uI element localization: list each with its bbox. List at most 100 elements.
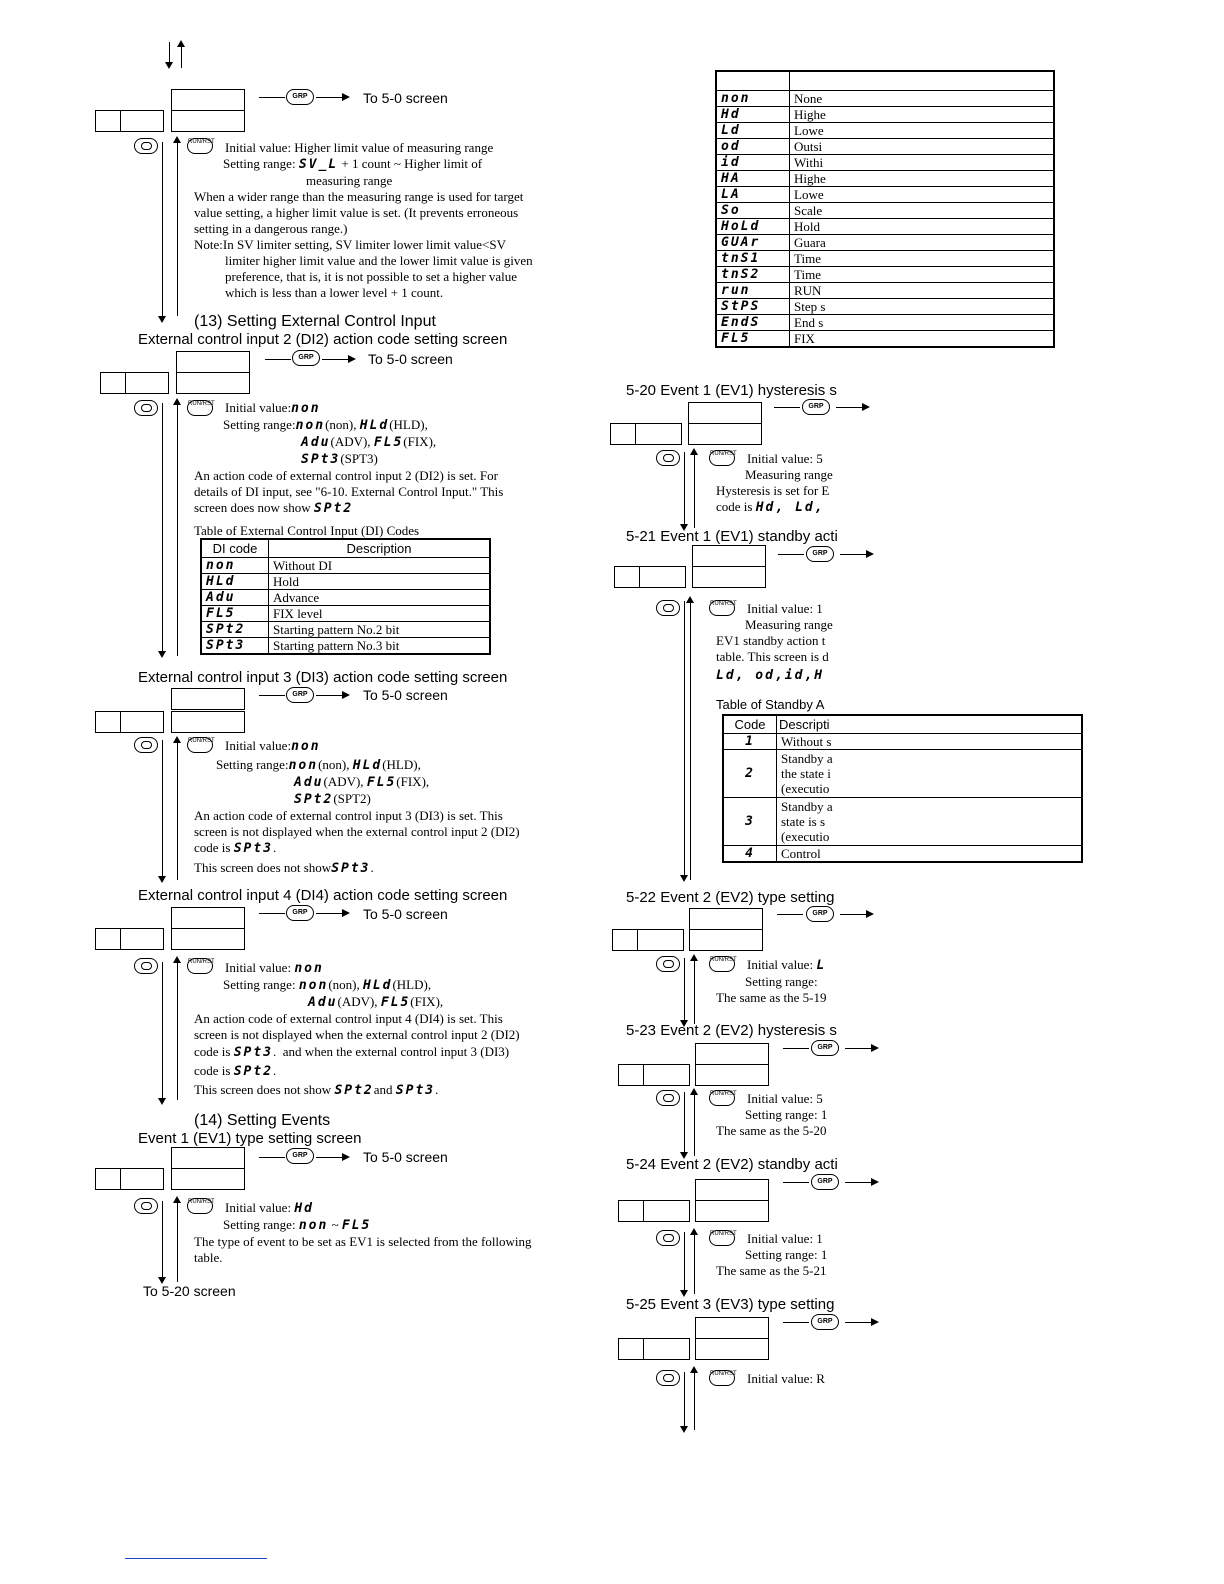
s523-desc: Initial value: 5 Setting range: 1 The sa… xyxy=(716,1091,828,1138)
display-upper xyxy=(692,545,766,567)
run-rst-key-icon[interactable]: RUN/RST xyxy=(709,600,737,616)
display-lower xyxy=(692,566,766,588)
display-upper xyxy=(171,907,245,929)
s524-desc: Initial value: 1 Setting range: 1 The sa… xyxy=(716,1231,828,1278)
run-rst-key-icon[interactable]: RUN/RST xyxy=(709,1090,737,1106)
sv-limit-desc: Initial value: Higher limit value of mea… xyxy=(194,140,533,300)
display-small-2 xyxy=(639,566,686,588)
cycle-key-icon[interactable] xyxy=(134,138,158,154)
display-upper xyxy=(171,688,245,710)
grp-key-icon[interactable]: GRP xyxy=(806,906,834,922)
grp-key-icon[interactable]: GRP xyxy=(286,89,314,105)
to-5-20-link[interactable]: To 5-20 screen xyxy=(143,1283,236,1299)
display-small-1 xyxy=(95,928,121,950)
display-small-1 xyxy=(610,423,636,445)
display-small-1 xyxy=(618,1200,644,1222)
cycle-key-icon[interactable] xyxy=(656,1230,680,1246)
to-screen-link[interactable]: To 5-0 screen xyxy=(363,90,448,106)
grp-key-icon[interactable]: GRP xyxy=(811,1174,839,1190)
s523-heading: 5-23 Event 2 (EV2) hysteresis s xyxy=(626,1022,837,1039)
s525-desc: Initial value: R xyxy=(747,1371,825,1386)
to-screen-link[interactable]: To 5-0 screen xyxy=(363,906,448,922)
display-lower xyxy=(171,110,245,132)
s524-heading: 5-24 Event 2 (EV2) standby acti xyxy=(626,1156,838,1173)
display-small-1 xyxy=(614,566,640,588)
display-upper xyxy=(689,908,763,930)
display-upper xyxy=(695,1317,769,1339)
display-small-2 xyxy=(120,711,164,733)
display-lower xyxy=(688,423,762,445)
display-small-1 xyxy=(95,711,121,733)
display-upper xyxy=(171,1147,245,1169)
run-rst-key-icon[interactable]: RUN/RST xyxy=(709,1370,737,1386)
grp-key-icon[interactable]: GRP xyxy=(286,687,314,703)
grp-key-icon[interactable]: GRP xyxy=(286,905,314,921)
display-small-2 xyxy=(125,372,169,394)
display-small-2 xyxy=(643,1338,690,1360)
display-small-1 xyxy=(618,1338,644,1360)
to-screen-link[interactable]: To 5-0 screen xyxy=(363,687,448,703)
di2-desc: Initial value:non Setting range:non(non)… xyxy=(194,400,504,538)
cycle-key-icon[interactable] xyxy=(134,400,158,416)
di2-heading: External control input 2 (DI2) action co… xyxy=(138,331,508,348)
s522-heading: 5-22 Event 2 (EV2) type setting xyxy=(626,889,835,906)
cycle-key-icon[interactable] xyxy=(656,450,680,466)
display-upper xyxy=(688,402,762,424)
run-rst-key-icon[interactable]: RUN/RST xyxy=(709,450,737,466)
to-screen-link[interactable]: To 5-0 screen xyxy=(368,351,453,367)
run-rst-key-icon[interactable]: RUN/RST xyxy=(187,1198,215,1214)
ev1-desc: Initial value: Hd Setting range: non ~ F… xyxy=(194,1200,532,1265)
run-rst-key-icon[interactable]: RUN/RST xyxy=(709,1230,737,1246)
s520-desc: Initial value: 5 Measuring range Hystere… xyxy=(716,451,833,515)
grp-key-icon[interactable]: GRP xyxy=(286,1148,314,1164)
run-rst-key-icon[interactable]: RUN/RST xyxy=(187,400,215,416)
run-rst-key-icon[interactable]: RUN/RST xyxy=(709,956,737,972)
run-rst-key-icon[interactable]: RUN/RST xyxy=(187,737,215,753)
display-small-1 xyxy=(95,1168,121,1190)
cycle-key-icon[interactable] xyxy=(134,1198,158,1214)
cycle-key-icon[interactable] xyxy=(134,737,158,753)
display-lower xyxy=(695,1200,769,1222)
run-rst-key-icon[interactable]: RUN/RST xyxy=(187,958,215,974)
cycle-key-icon[interactable] xyxy=(656,1370,680,1386)
cycle-key-icon[interactable] xyxy=(134,958,158,974)
grp-key-icon[interactable]: GRP xyxy=(292,350,320,366)
section-14-title: (14) Setting Events xyxy=(194,1112,331,1129)
display-small-2 xyxy=(643,1064,690,1086)
grp-key-icon[interactable]: GRP xyxy=(802,399,830,415)
cycle-key-icon[interactable] xyxy=(656,1090,680,1106)
to-screen-link[interactable]: To 5-0 screen xyxy=(363,1149,448,1165)
grp-key-icon[interactable]: GRP xyxy=(806,546,834,562)
run-rst-key-icon[interactable]: RUN/RST xyxy=(187,138,215,154)
display-lower xyxy=(176,372,250,394)
grp-key-icon[interactable]: GRP xyxy=(811,1314,839,1330)
display-lower xyxy=(695,1338,769,1360)
display-lower xyxy=(171,711,245,733)
di3-heading: External control input 3 (DI3) action co… xyxy=(138,669,508,686)
s520-heading: 5-20 Event 1 (EV1) hysteresis s xyxy=(626,382,837,399)
cycle-key-icon[interactable] xyxy=(656,600,680,616)
display-upper xyxy=(695,1043,769,1065)
display-small-1 xyxy=(618,1064,644,1086)
cycle-key-icon[interactable] xyxy=(656,956,680,972)
s525-heading: 5-25 Event 3 (EV3) type setting xyxy=(626,1296,835,1313)
display-small-1 xyxy=(100,372,126,394)
display-small-2 xyxy=(635,423,682,445)
grp-key-icon[interactable]: GRP xyxy=(811,1040,839,1056)
